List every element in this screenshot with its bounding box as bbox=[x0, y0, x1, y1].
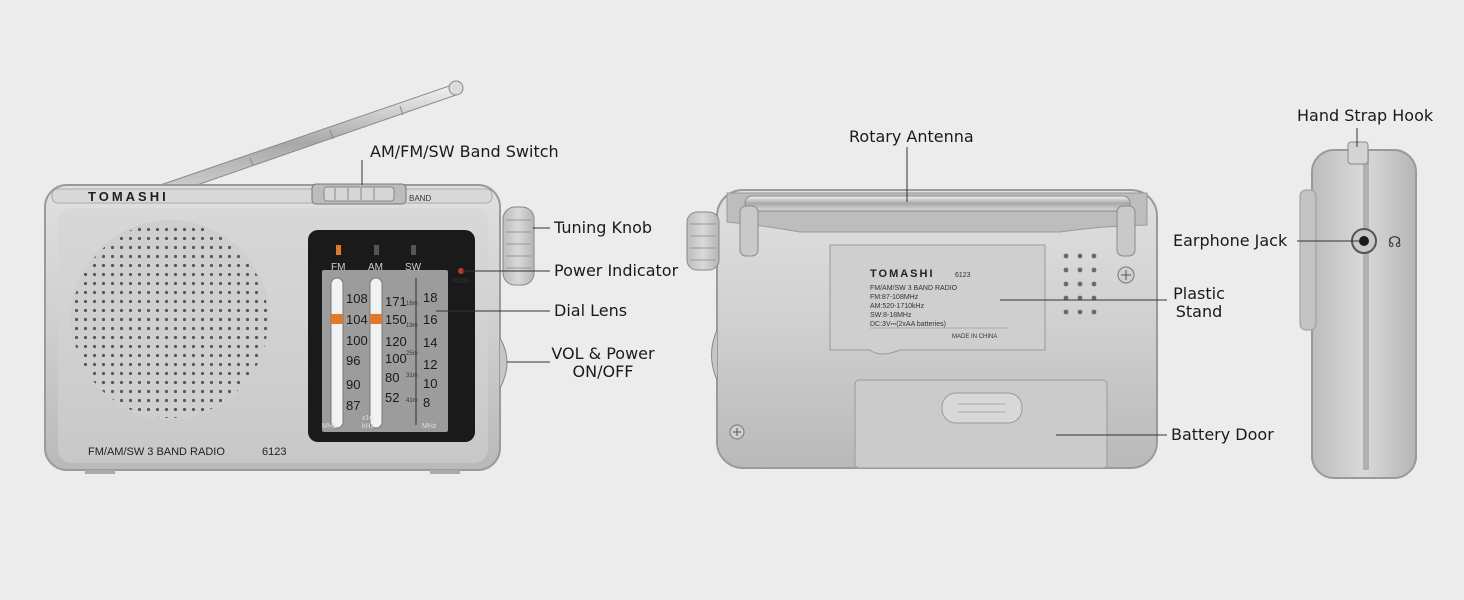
headphone-icon: ☊ bbox=[1388, 234, 1401, 251]
model-number: 6123 bbox=[262, 446, 286, 458]
callout-plastic-stand-line2: Stand bbox=[1175, 302, 1223, 321]
tuning-knob[interactable] bbox=[502, 206, 535, 286]
speaker-grille bbox=[70, 220, 270, 420]
sw-band-mark: 19m bbox=[406, 323, 418, 329]
dial-unit-fm: MHz bbox=[322, 423, 337, 430]
sw-band-mark: 25m bbox=[406, 351, 418, 357]
callout-earphone-jack: Earphone Jack bbox=[1173, 231, 1288, 250]
sw-scale-mark: 8 bbox=[423, 395, 430, 410]
dial-header: FM bbox=[331, 262, 345, 273]
fm-scale-mark: 108 bbox=[346, 291, 368, 306]
fm-scale-mark: 100 bbox=[346, 333, 368, 348]
front-brand: TOMASHI bbox=[88, 189, 169, 204]
back-label-line: SW:8-18MHz bbox=[870, 312, 912, 319]
sw-scale-mark: 10 bbox=[423, 376, 437, 391]
callout-power-indicator: Power Indicator bbox=[554, 261, 679, 280]
back-brand: TOMASHI bbox=[870, 268, 935, 280]
sw-band-mark: 31m bbox=[406, 373, 418, 379]
callout-band-switch: AM/FM/SW Band Switch bbox=[370, 142, 559, 161]
made-in: MADE IN CHINA bbox=[952, 334, 997, 340]
dial-unit-am: kHz bbox=[362, 423, 375, 430]
sw-scale-mark: 12 bbox=[423, 357, 437, 372]
am-scale-mark: 171 bbox=[385, 294, 407, 309]
am-scale-mark: 52 bbox=[385, 390, 399, 405]
pow-label: POW bbox=[452, 278, 469, 285]
back-label-line: AM:520-1710kHz bbox=[870, 303, 925, 310]
sw-band-mark: 16m bbox=[406, 301, 418, 307]
model-line: FM/AM/SW 3 BAND RADIO bbox=[88, 446, 225, 458]
sw-scale-mark: 14 bbox=[423, 335, 437, 350]
front-radio-text: TOMASHI BAND POW FM/AM/SW 3 BAND RADIO 6… bbox=[88, 189, 469, 458]
rotary-antenna[interactable] bbox=[744, 195, 1131, 212]
am-scale-mark: 100 bbox=[385, 351, 407, 366]
callout-vol-power-line2: ON/OFF bbox=[572, 362, 634, 381]
callout-rotary-antenna: Rotary Antenna bbox=[849, 127, 974, 146]
dial-header: AM bbox=[368, 262, 383, 273]
callout-plastic-stand: Plastic Stand bbox=[1166, 285, 1232, 321]
callout-vol-power-line1: VOL & Power bbox=[551, 344, 655, 363]
callout-plastic-stand-line1: Plastic bbox=[1173, 284, 1225, 303]
dial-unit-sw: MHz bbox=[422, 423, 437, 430]
back-label-line: DC:3V⎓(2xAA batteries) bbox=[870, 321, 946, 328]
side-radio: ☊ bbox=[1299, 141, 1417, 479]
sw-scale-mark: 18 bbox=[423, 290, 437, 305]
callout-vol-power: VOL & Power ON/OFF bbox=[548, 345, 658, 381]
battery-door[interactable] bbox=[854, 379, 1108, 469]
am-scale-mark: 150 bbox=[385, 312, 407, 327]
power-indicator-led bbox=[458, 268, 464, 274]
volume-knob[interactable] bbox=[499, 337, 508, 389]
back-label-line: FM/AM/SW 3 BAND RADIO bbox=[870, 285, 958, 292]
fm-scale-mark: 90 bbox=[346, 377, 360, 392]
plastic-stand[interactable] bbox=[829, 244, 1046, 355]
fm-scale-mark: 104 bbox=[346, 312, 368, 327]
fm-scale-mark: 96 bbox=[346, 353, 360, 368]
back-radio bbox=[686, 189, 1158, 469]
am-scale-mark: 120 bbox=[385, 334, 407, 349]
dial-header: SW bbox=[405, 262, 422, 273]
sw-band-mark: 41m bbox=[406, 398, 418, 404]
back-label-line: FM:87-108MHz bbox=[870, 294, 919, 301]
back-model-number: 6123 bbox=[955, 272, 971, 279]
am-scale-mark: 80 bbox=[385, 370, 399, 385]
band-switch-label: BAND bbox=[409, 194, 431, 203]
callout-tuning-knob: Tuning Knob bbox=[554, 218, 653, 237]
band-switch[interactable] bbox=[311, 183, 407, 205]
leader-lines bbox=[361, 128, 1360, 436]
callout-battery-door: Battery Door bbox=[1171, 425, 1274, 444]
callout-hand-strap-hook: Hand Strap Hook bbox=[1297, 106, 1434, 125]
dial-window bbox=[308, 230, 475, 442]
battery-door-latch[interactable] bbox=[941, 392, 1023, 424]
front-radio bbox=[44, 80, 535, 474]
dial-unit-am-mult: x10 bbox=[362, 415, 373, 422]
hand-strap-hook bbox=[1347, 141, 1369, 165]
back-label: TOMASHI 6123 FM/AM/SW 3 BAND RADIO FM:87-… bbox=[870, 268, 1008, 340]
callout-dial-lens: Dial Lens bbox=[554, 301, 628, 320]
fm-scale-mark: 87 bbox=[346, 398, 360, 413]
sw-scale-mark: 16 bbox=[423, 312, 437, 327]
back-vent-holes bbox=[1063, 253, 1097, 315]
